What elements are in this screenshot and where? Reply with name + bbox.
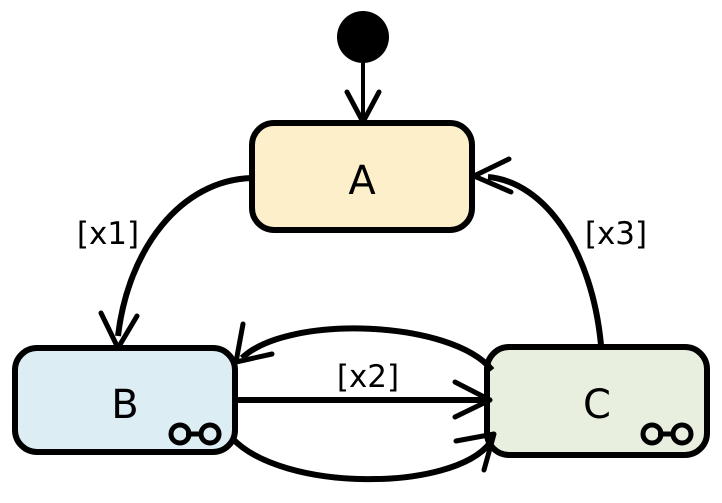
transition-c-to-a-arrowhead xyxy=(471,156,514,195)
transition-a-to-b-guard-label: [x1] xyxy=(77,216,139,252)
state-c-composite-icon xyxy=(640,422,694,446)
state-b-label: B xyxy=(111,382,138,428)
state-b-composite-icon xyxy=(168,422,222,446)
transition-b-to-c-guard-label: [x2] xyxy=(337,359,399,395)
transition-c-to-b-upper-arc xyxy=(239,325,495,372)
transition-a-to-b-path xyxy=(115,175,253,337)
transition-a-to-b-arrowhead xyxy=(98,310,140,351)
transition-c-to-b-upper-arrowhead xyxy=(233,321,275,365)
transition-b-to-c-straight-arrowhead xyxy=(452,379,493,420)
state-c-label: C xyxy=(583,382,611,428)
initial-state-node xyxy=(337,11,389,63)
transition-b-to-c-lower-arc xyxy=(229,435,493,483)
transition-c-to-a-path xyxy=(487,174,604,346)
transition-b-to-c-lower-arrowhead xyxy=(453,431,497,473)
state-a-label: A xyxy=(348,158,376,204)
transition-c-to-a-guard-label: [x3] xyxy=(585,216,647,252)
